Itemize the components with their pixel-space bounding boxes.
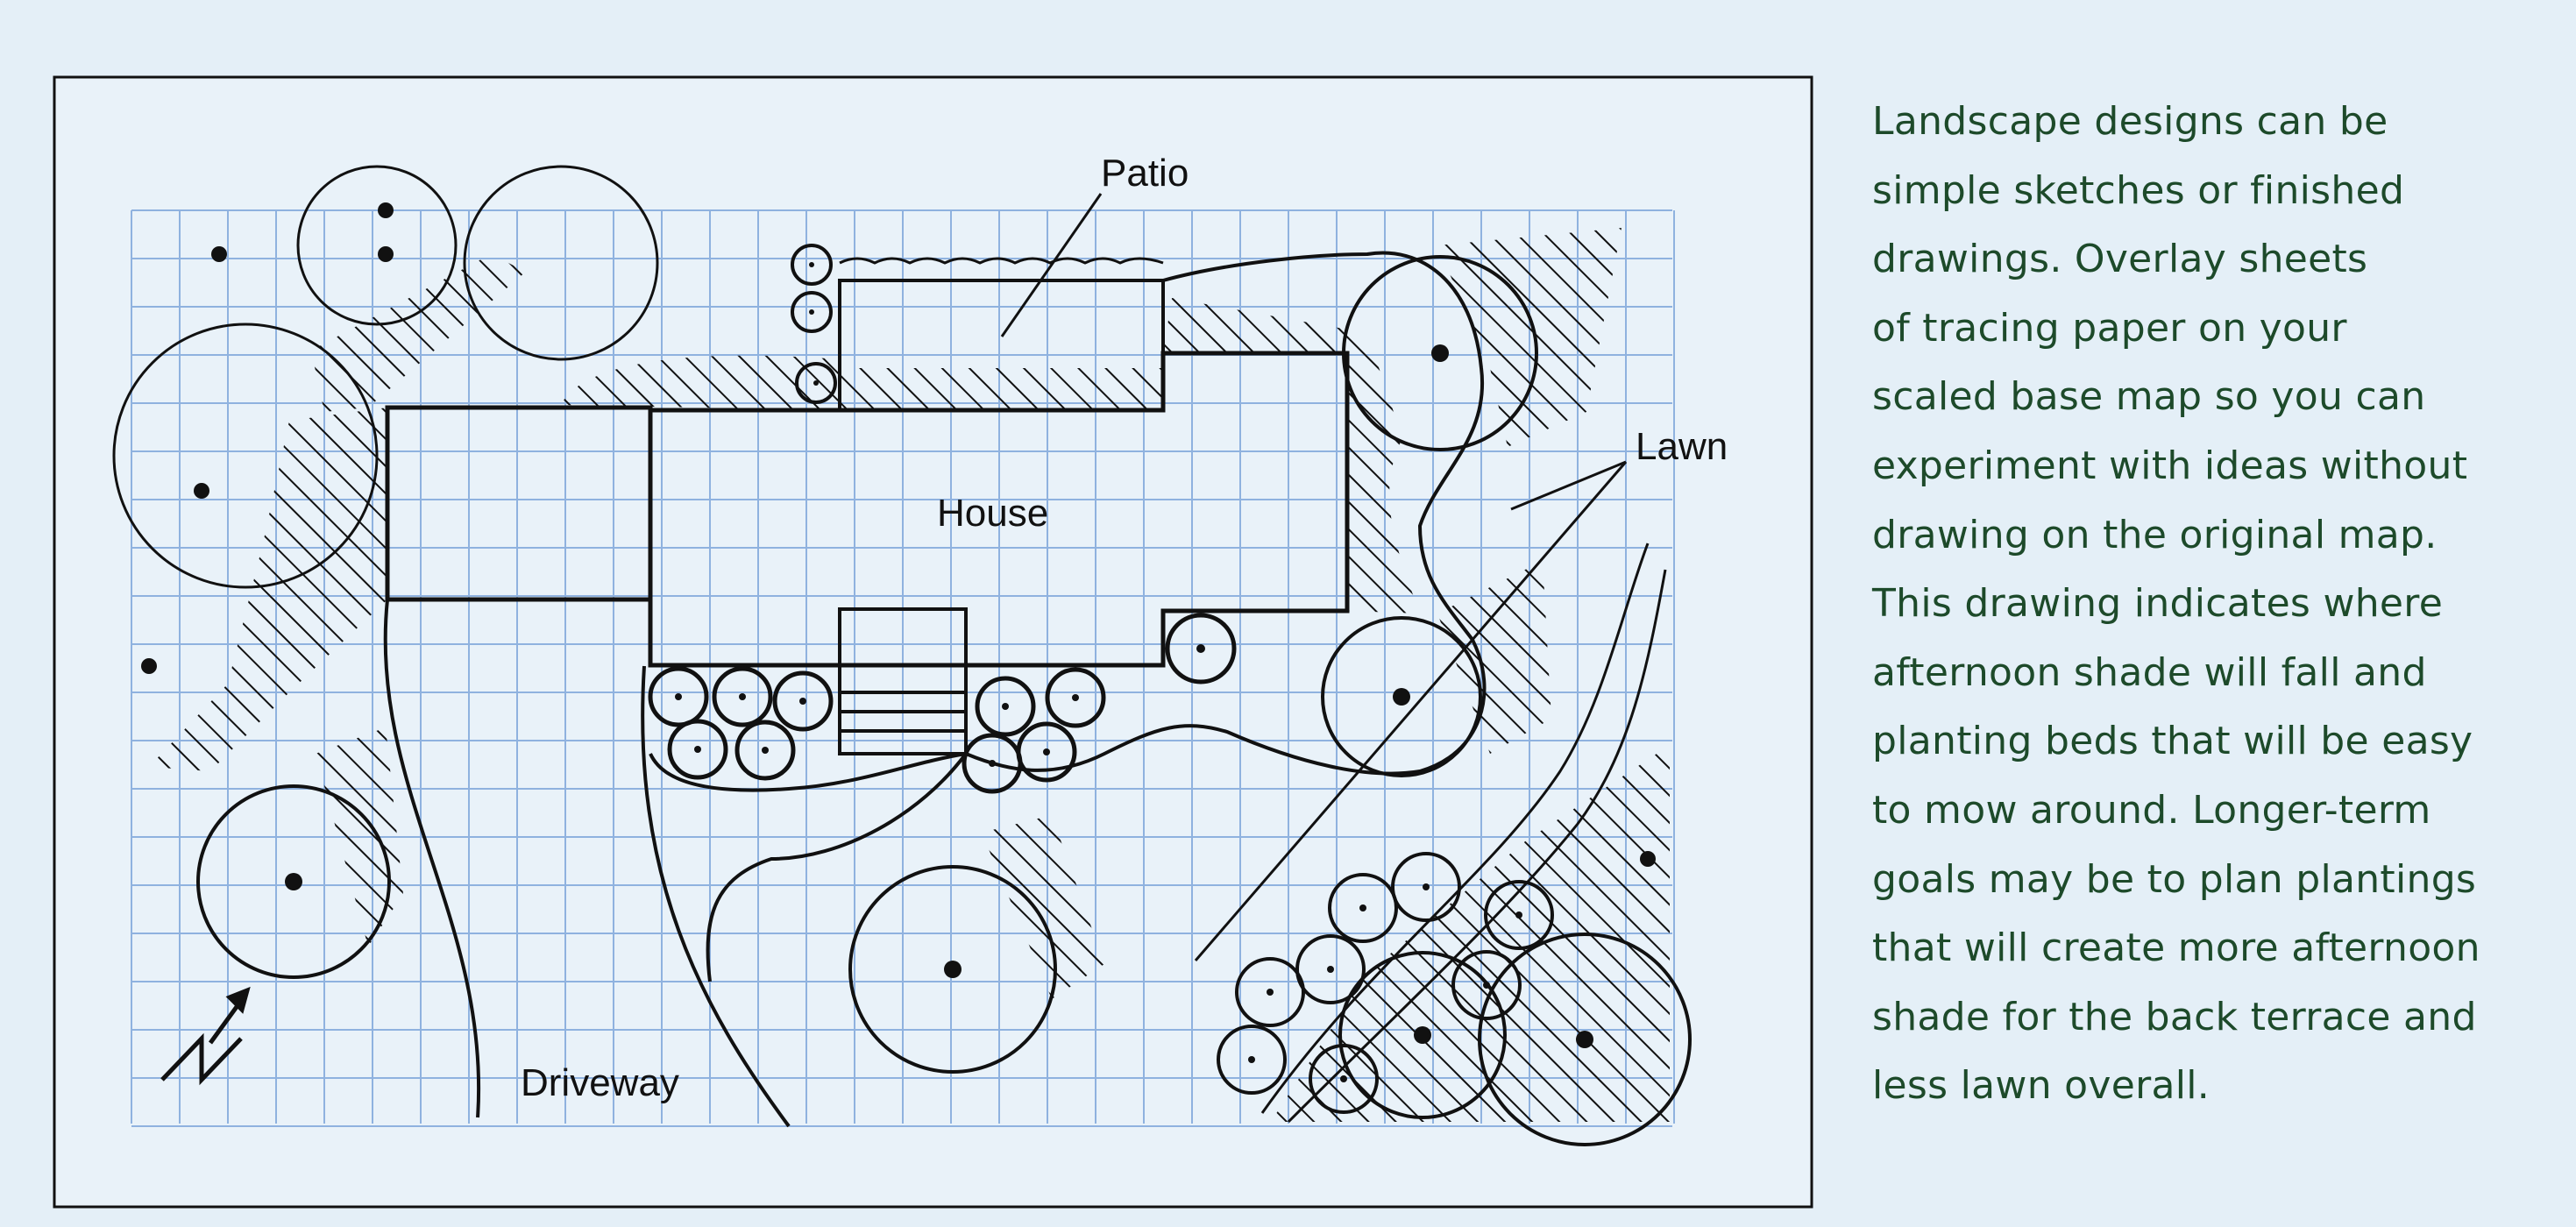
trunk-dot <box>739 693 746 700</box>
caption-line: This drawing indicates where <box>1872 581 2444 627</box>
tree-canopy <box>196 784 391 979</box>
tree-canopy <box>296 165 458 326</box>
tree-canopy <box>848 865 1057 1074</box>
small-tree <box>1235 957 1305 1027</box>
caption-line: drawings. Overlay sheets <box>1872 237 2368 282</box>
tree-canopy <box>1338 951 1507 1119</box>
trunk-dot <box>1515 911 1522 918</box>
tree-canopy <box>1342 255 1538 451</box>
trunk-dot <box>285 873 302 890</box>
shrub-circle <box>975 676 1036 737</box>
caption-line: afternoon shade will fall and <box>1872 649 2427 695</box>
shrub-circle <box>772 670 834 732</box>
shrub-circle <box>795 362 837 404</box>
trunk-dot <box>762 747 769 754</box>
shrub-circle <box>1165 613 1237 684</box>
small-tree <box>1295 934 1366 1004</box>
tree-canopy <box>1321 616 1482 777</box>
trunk-dot <box>813 380 819 386</box>
tree-canopy <box>463 165 659 361</box>
trunk-dot <box>1576 1031 1593 1048</box>
shrub-circle <box>648 666 709 727</box>
trunk-dot <box>1267 989 1274 996</box>
trunk-dot <box>141 658 157 674</box>
caption-line: that will create more afternoon <box>1872 926 2480 971</box>
shrub-circle <box>667 719 728 780</box>
trunk-dot <box>1002 703 1009 710</box>
north-arrow-icon <box>160 986 251 1086</box>
small-tree <box>1391 852 1461 922</box>
caption-line: planting beds that will be easy <box>1872 719 2473 764</box>
trunk-dot <box>1423 883 1430 890</box>
planting-beds <box>649 251 1667 1124</box>
trunk-dot <box>694 746 701 753</box>
trunk-dot <box>809 309 814 315</box>
caption-line: goals may be to plan plantings <box>1872 856 2477 902</box>
caption-line: of tracing paper on your <box>1872 305 2347 351</box>
caption-line: drawing on the original map. <box>1872 512 2438 557</box>
tree-canopy <box>112 323 379 589</box>
trunk-dot <box>1640 851 1656 867</box>
small-tree <box>1309 1044 1379 1114</box>
small-tree <box>1217 1025 1287 1095</box>
trunk-dot <box>1483 982 1490 989</box>
trunk-dot <box>1393 688 1410 706</box>
label-driveway: Driveway <box>521 1061 679 1104</box>
trunk-dot <box>1196 644 1205 653</box>
shrub-circle <box>734 720 796 781</box>
shrub-circle <box>712 666 773 727</box>
small-tree <box>1484 880 1554 950</box>
trunk-dot <box>809 262 814 267</box>
caption-line: to mow around. Longer-term <box>1872 787 2431 833</box>
small-tree <box>1451 950 1522 1020</box>
label-house: House <box>937 492 1048 535</box>
caption-line: shade for the back terrace and <box>1872 994 2477 1039</box>
trunk-dot <box>211 246 227 262</box>
trunk-dot <box>378 246 394 262</box>
leader-lines <box>1000 193 1628 961</box>
trunk-dot <box>1327 966 1334 973</box>
trunk-dot <box>1043 748 1050 755</box>
trunk-dot <box>675 693 682 700</box>
caption-line: less lawn overall. <box>1872 1063 2211 1109</box>
patio <box>838 257 1165 412</box>
trunk-dot <box>1359 904 1366 911</box>
trunk-dot <box>1431 344 1449 362</box>
trunk-dot <box>1414 1026 1431 1044</box>
front-steps <box>838 607 968 755</box>
shrub-circle <box>791 291 833 333</box>
afternoon-shade-areas <box>149 228 1670 1122</box>
shrub-circle <box>791 244 833 286</box>
caption-text: Landscape designs can be simple sketches … <box>1872 88 2556 1121</box>
label-patio: Patio <box>1101 152 1189 195</box>
trunk-dot <box>944 961 962 978</box>
small-tree <box>1328 873 1398 943</box>
caption-line: simple sketches or finished <box>1872 167 2405 213</box>
trunk-dot <box>194 483 209 499</box>
caption-line: experiment with ideas without <box>1872 443 2468 488</box>
caption-line: Landscape designs can be <box>1872 99 2388 144</box>
caption-line: scaled base map so you can <box>1872 374 2426 420</box>
trunk-dot <box>1072 694 1079 701</box>
trunk-dot <box>1340 1075 1347 1082</box>
trunk-dot <box>1248 1056 1255 1063</box>
driveway-edges <box>383 599 791 1128</box>
trunk-dot <box>799 698 806 705</box>
plant-symbols <box>112 165 1692 1146</box>
trunk-dot <box>989 760 996 767</box>
label-lawn: Lawn <box>1636 425 1728 468</box>
tree-canopy <box>1478 933 1692 1146</box>
shrub-circle <box>1045 667 1106 728</box>
shrub-circle <box>1016 721 1077 783</box>
trunk-dot <box>378 202 394 218</box>
